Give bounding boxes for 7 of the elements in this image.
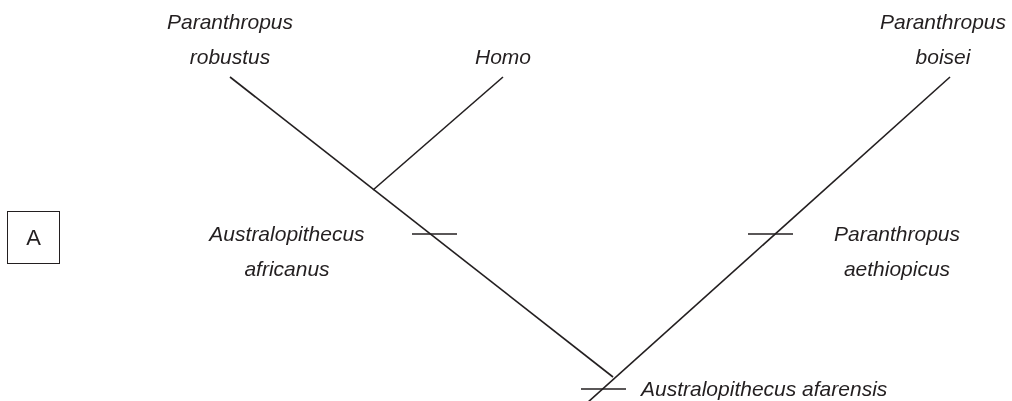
taxon-label: Australopithecus africanus	[207, 221, 366, 282]
taxon-label: Paranthropus aethiopicus	[832, 221, 962, 282]
taxon-label: Paranthropus boisei	[878, 9, 1008, 70]
taxon-label: Homo	[474, 44, 532, 70]
taxon-label: Paranthropus robustus	[165, 9, 295, 70]
taxon-label: Australopithecus afarensis	[641, 376, 888, 401]
label-box: A	[7, 211, 60, 264]
